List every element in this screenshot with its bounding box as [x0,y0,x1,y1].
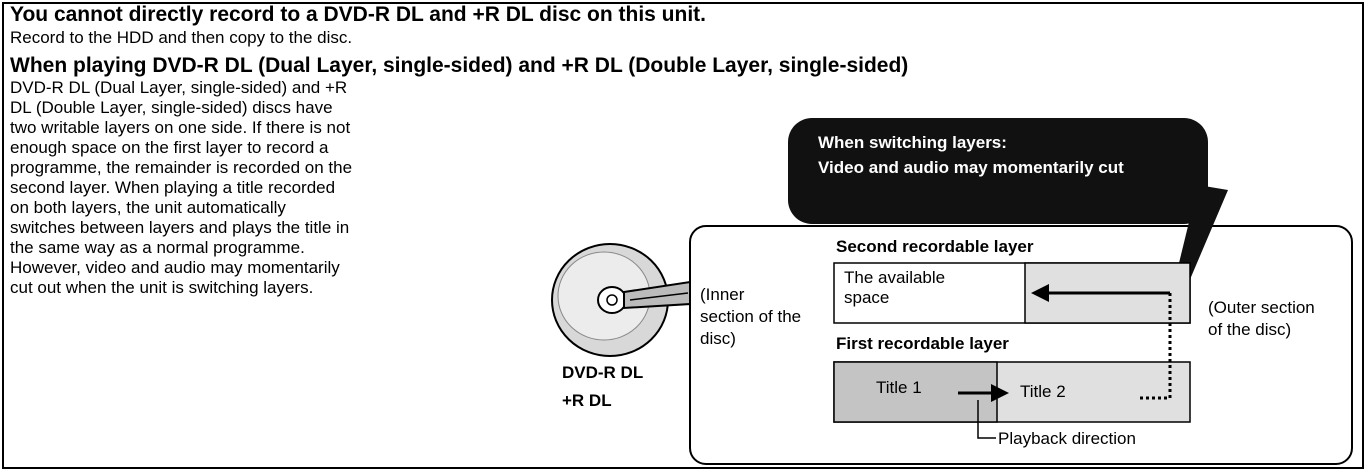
available-space-1: The available [844,268,945,287]
playback-pointer [977,400,996,439]
notice-subtitle: Record to the HDD and then copy to the d… [10,28,353,47]
inner-label-1: (Inner [700,285,745,304]
disc-icon [551,243,691,357]
outer-label-1: (Outer section [1208,298,1315,317]
disc-label-1: DVD-R DL [562,363,643,382]
callout-line-1: When switching layers: [818,133,1007,152]
available-space-2: space [844,288,889,307]
layer-switch-line [1140,293,1172,400]
section-body: DVD-R DL (Dual Layer, single-sided) and … [10,78,353,297]
title2-label: Title 2 [1020,382,1066,401]
inner-label-2: section of the [700,307,801,326]
second-layer-label: Second recordable layer [836,237,1034,256]
outer-label-2: of the disc) [1208,320,1291,339]
notice-title: You cannot directly record to a DVD-R DL… [10,3,706,26]
first-layer-label: First recordable layer [836,334,1009,353]
title1-label: Title 1 [876,378,922,397]
playback-direction-label: Playback direction [998,429,1136,448]
inner-label-3: disc) [700,329,736,348]
disc-label-2: +R DL [562,391,612,410]
callout-line-2: Video and audio may momentarily cut [818,158,1124,177]
section-heading: When playing DVD-R DL (Dual Layer, singl… [10,54,909,77]
